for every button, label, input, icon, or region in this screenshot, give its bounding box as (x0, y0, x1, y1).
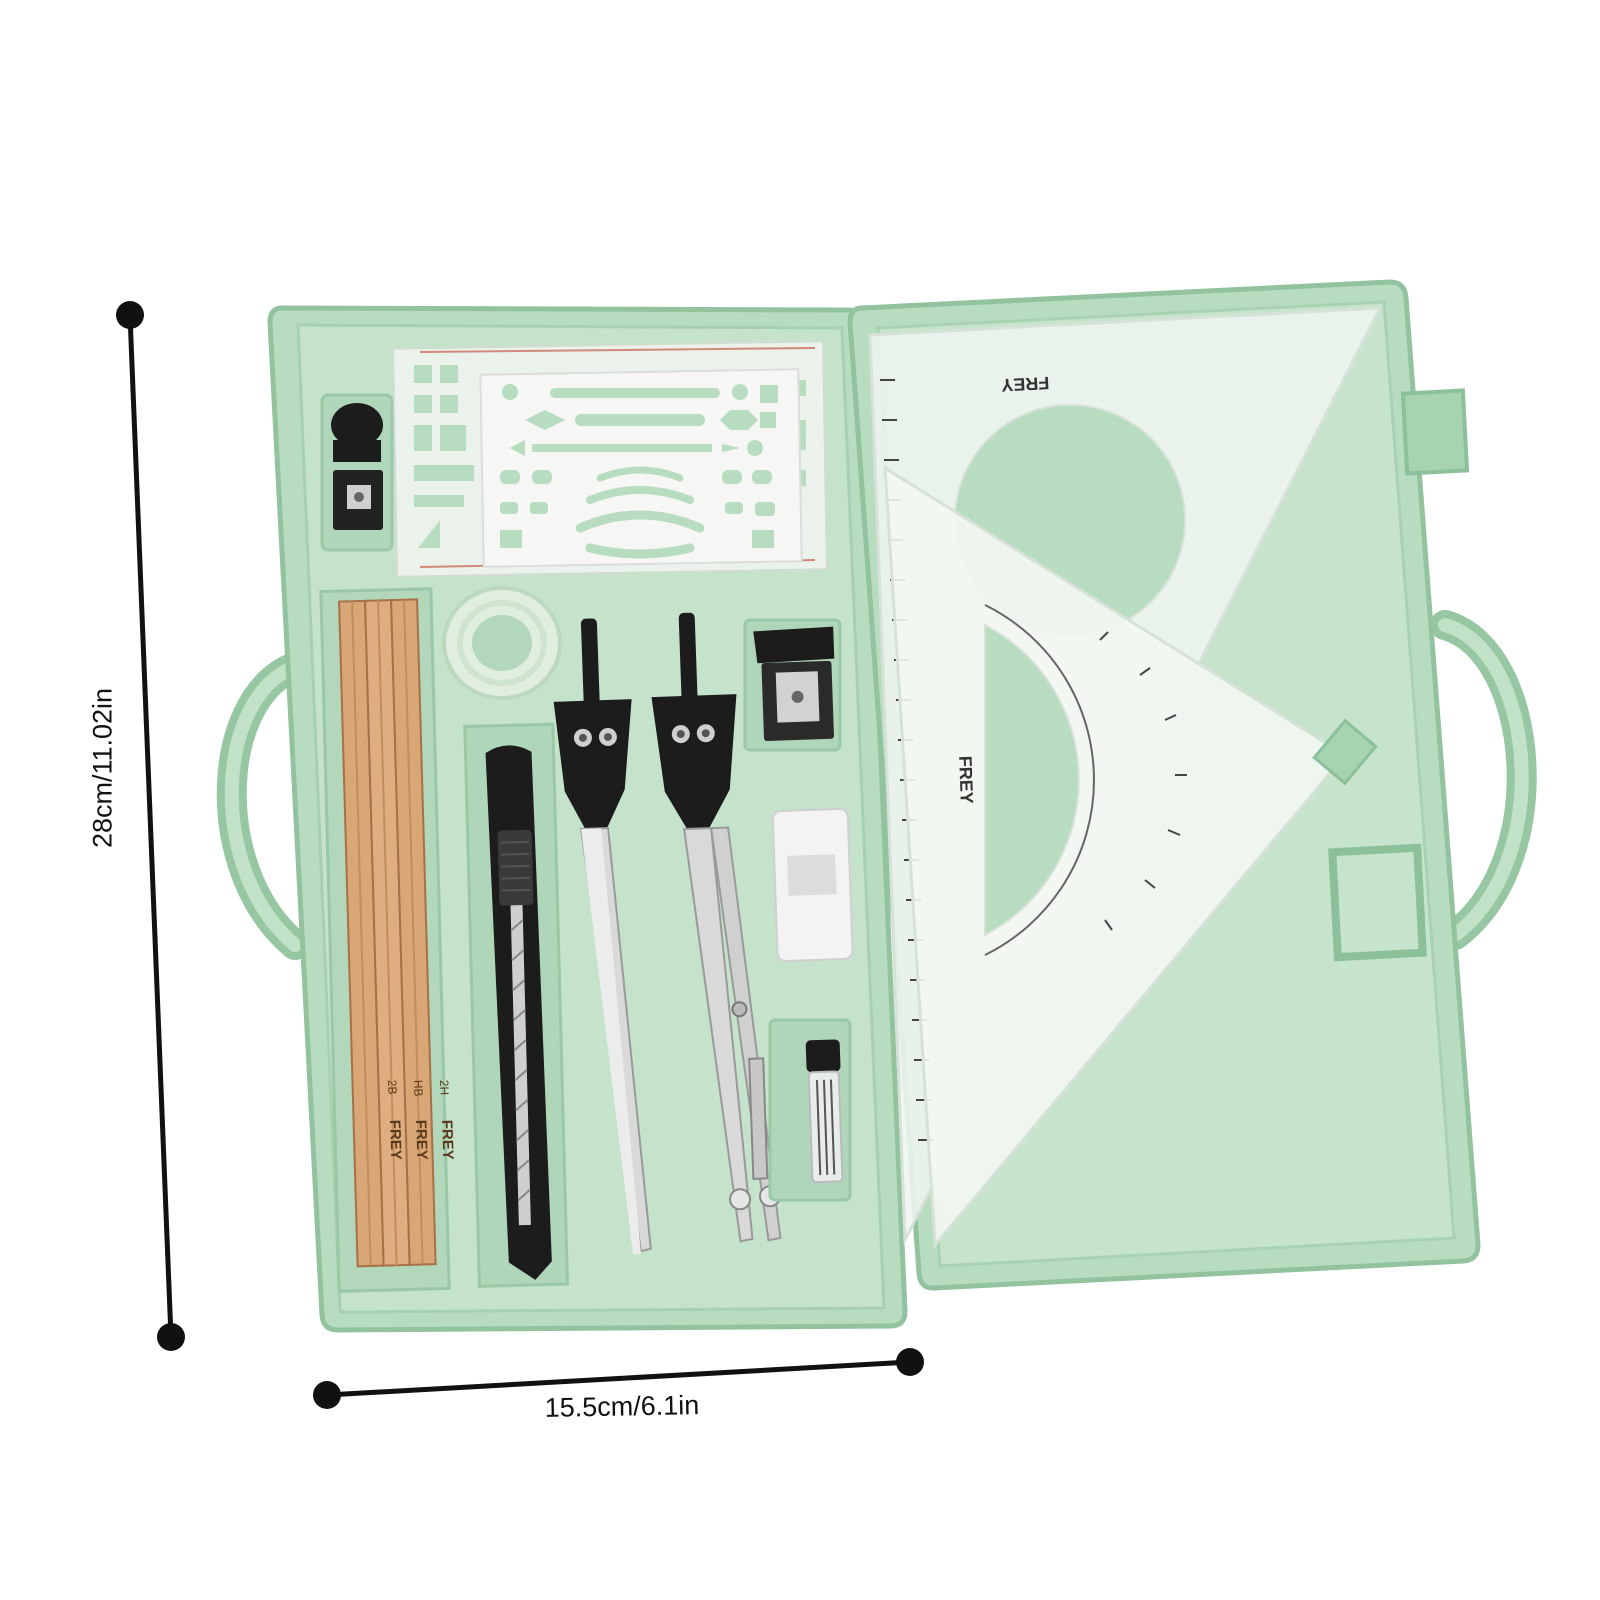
svg-text:HB: HB (411, 1080, 426, 1097)
pencil-label-hb: HB (411, 1080, 426, 1097)
set-square-30-60 (883, 465, 1378, 1249)
svg-text:FREY: FREY (438, 1120, 456, 1161)
pencil-brand-1: FREY (386, 1120, 404, 1161)
width-dimension-label: 15.5cm/6.1in (544, 1390, 700, 1423)
pencil-label-2h: 2H (437, 1080, 452, 1096)
sharpener-slot-small (320, 393, 394, 552)
compass-right (651, 612, 782, 1243)
pencils (338, 598, 437, 1268)
width-dimension-marker (313, 1348, 924, 1409)
sharpener-large (753, 626, 835, 742)
pencil-brand-3: FREY (438, 1120, 456, 1161)
svg-text:FREY: FREY (386, 1120, 404, 1161)
right-handle (1430, 610, 1537, 950)
pencil-brand-2: FREY (412, 1120, 430, 1161)
svg-text:FREY: FREY (1001, 373, 1050, 395)
svg-text:2H: 2H (437, 1080, 452, 1096)
pencil-label-2b: 2B (385, 1080, 400, 1095)
eraser (771, 807, 854, 962)
lead-refill-tube (805, 1039, 844, 1184)
svg-text:2B: 2B (385, 1080, 400, 1095)
set-square-brand: FREY (1001, 373, 1050, 395)
svg-text:FREY: FREY (412, 1120, 430, 1161)
height-dimension-label: 28cm/11.02in (87, 687, 118, 849)
tape-roll (442, 586, 562, 700)
height-dimension-marker (116, 301, 185, 1351)
utility-knife (463, 722, 569, 1288)
stencil-front (479, 368, 803, 568)
compass-left (553, 618, 652, 1255)
protractor-brand: FREY (955, 755, 977, 804)
left-handle (216, 650, 315, 960)
svg-text:FREY: FREY (955, 755, 977, 804)
